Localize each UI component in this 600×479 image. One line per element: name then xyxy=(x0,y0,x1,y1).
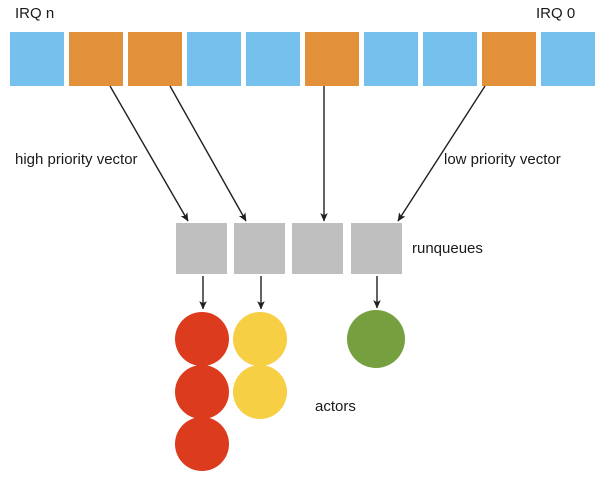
runqueue-cell-1 xyxy=(234,223,285,274)
vector-to-runqueue-arrows xyxy=(109,85,486,222)
vector-cell-9-idle xyxy=(541,32,595,86)
actor-circle-1 xyxy=(175,365,229,419)
vector-cell-5-active xyxy=(305,32,359,86)
vector-to-runqueue-arrow-3 xyxy=(397,85,486,222)
actor-circle-4 xyxy=(233,365,287,419)
actor-circle-3 xyxy=(233,312,287,366)
actor-circle-2 xyxy=(175,417,229,471)
vector-to-runqueue-arrow-1 xyxy=(169,85,247,222)
vector-cell-4-idle xyxy=(246,32,300,86)
vector-to-runqueue-arrow-0 xyxy=(109,85,189,222)
vector-cell-6-idle xyxy=(364,32,418,86)
runqueue-cell-2 xyxy=(292,223,343,274)
vector-cell-2-active xyxy=(128,32,182,86)
vector-cell-0-idle xyxy=(10,32,64,86)
runqueues-label: runqueues xyxy=(412,240,483,257)
runqueue-to-actor-arrows xyxy=(199,276,381,310)
high-priority-vector-label: high priority vector xyxy=(15,151,138,168)
actors-label: actors xyxy=(315,398,356,415)
actor-circle-0 xyxy=(175,312,229,366)
actor-circle-5 xyxy=(347,310,405,368)
irq-high-label: IRQ n xyxy=(15,5,55,22)
low-priority-vector-label: low priority vector xyxy=(444,151,561,168)
irq-low-label: IRQ 0 xyxy=(536,5,576,22)
vector-cell-8-active xyxy=(482,32,536,86)
vector-cell-7-idle xyxy=(423,32,477,86)
vector-cell-3-idle xyxy=(187,32,241,86)
vector-cell-1-active xyxy=(69,32,123,86)
runqueue-cell-0 xyxy=(176,223,227,274)
runqueue-cell-3 xyxy=(351,223,402,274)
